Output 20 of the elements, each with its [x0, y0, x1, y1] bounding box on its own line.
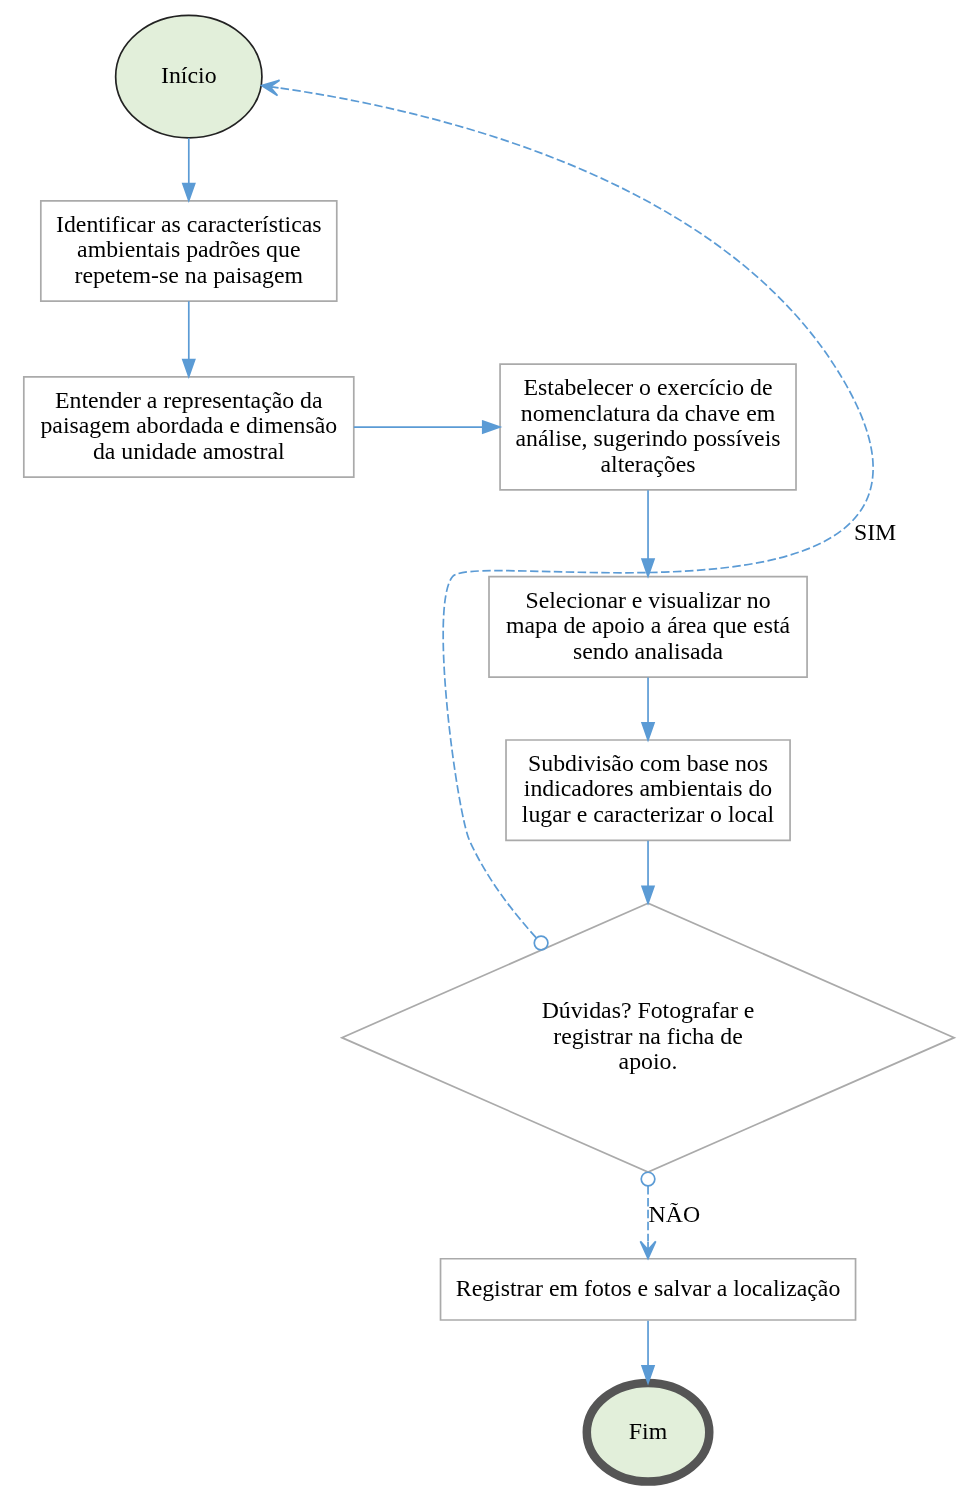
node-box: Estabelecer o exercício de nomenclatura da chave em análise, sugerindo possíveis alterações	[499, 363, 797, 491]
arrow	[640, 839, 656, 906]
arrow	[181, 137, 196, 204]
node-diamond: Dúvidas? Fotografar e registrar na ficha de apoio.	[339, 902, 957, 1173]
node-box: Entender a representação da paisagem abordada e dimensão da unidade amostral	[22, 376, 355, 479]
node-ellipse: Fim	[582, 1378, 714, 1486]
arrow	[639, 1171, 657, 1260]
arrow	[181, 300, 196, 380]
arrow	[640, 489, 656, 579]
arrow	[260, 79, 874, 951]
arrow	[640, 1319, 656, 1386]
edge-label: SIM	[853, 518, 897, 545]
arrow	[640, 676, 656, 743]
node-box: Subdivisão com base nos indicadores ambientais do lugar e caracterizar o local	[505, 739, 791, 842]
arrow	[352, 419, 503, 435]
node-box: Identificar as características ambientais padrões que repetem-se na paisagem	[39, 199, 338, 302]
node-ellipse: Início	[114, 14, 263, 139]
node-box: Registrar em fotos e salvar a localização	[439, 1257, 857, 1321]
edge-label: NÃO	[648, 1200, 701, 1227]
node-box: Selecionar e visualizar no mapa de apoio a área que está sendo analisada	[488, 575, 808, 678]
